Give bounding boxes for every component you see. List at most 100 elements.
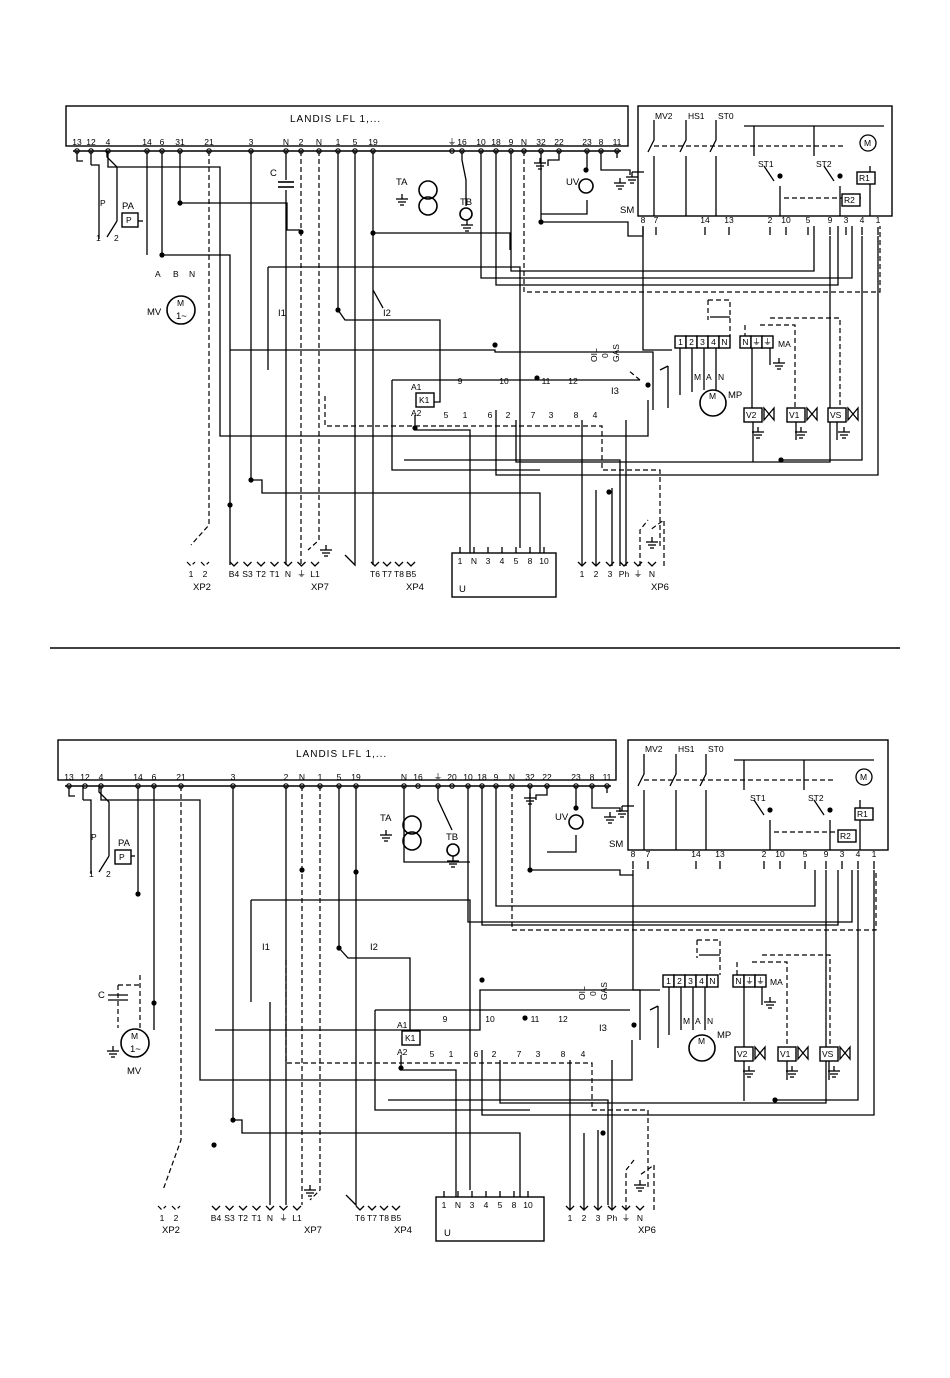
wire <box>541 151 588 215</box>
connector-pin <box>633 561 643 567</box>
connector-pin <box>256 561 266 567</box>
controller-box <box>65 105 629 147</box>
valve-v2-coil <box>743 407 763 423</box>
connector-pin <box>292 1205 302 1211</box>
u-module-label: U <box>444 1228 451 1239</box>
wire <box>591 786 621 812</box>
ground-icon <box>626 172 638 184</box>
terminal-label: 32 <box>536 137 546 147</box>
valve-v1-label: V1 <box>789 410 800 420</box>
wire <box>762 954 831 1049</box>
terminal-label: 12 <box>80 772 90 782</box>
connector-pin-label: S3 <box>242 569 253 579</box>
relay-r1-box <box>854 807 874 821</box>
mp-wire-n: N <box>707 1016 713 1026</box>
wire <box>649 1005 659 1048</box>
wire <box>510 151 815 272</box>
connector-pin-label: 2 <box>594 569 599 579</box>
junction-dot <box>573 805 579 811</box>
connector-pin-label: T1 <box>270 569 280 579</box>
capacitor-label: C <box>270 168 277 179</box>
relay-terminal-label: 9 <box>828 215 833 225</box>
relay-terminal-label: 14 <box>700 215 710 225</box>
ground-icon <box>396 194 408 206</box>
connector-pin-label: T8 <box>379 1213 389 1223</box>
strip-label: N <box>709 976 715 986</box>
terminal-label: 10 <box>476 137 486 147</box>
terminal-label: 9 <box>509 137 514 147</box>
junction-dot <box>398 1065 404 1071</box>
earth-cell <box>761 335 774 349</box>
u-pin-label: 5 <box>498 1200 503 1210</box>
controller-box <box>57 739 617 781</box>
wire <box>309 786 321 1201</box>
connector-pin-label: T2 <box>238 1213 248 1223</box>
connector-pin-label: ⏚ <box>622 1213 631 1223</box>
ground-icon <box>107 1046 119 1058</box>
wire <box>639 1163 655 1210</box>
xp7-label: XP7 <box>304 1225 322 1236</box>
connector-pin-label: S3 <box>224 1213 235 1223</box>
junction-dot <box>370 230 376 236</box>
wire <box>707 299 731 336</box>
wire <box>68 786 84 800</box>
connector-pin <box>238 1205 248 1211</box>
valve-v1-coil <box>777 1046 797 1062</box>
connector-pin <box>605 561 615 567</box>
connector-pin <box>252 1205 261 1211</box>
u-pin-label: 10 <box>539 556 549 566</box>
connector-pin-label: ⏚ <box>279 1213 288 1223</box>
ta-transformer-coil-top <box>418 180 438 200</box>
connector-pin <box>355 1205 365 1211</box>
valve-icon <box>754 1045 766 1061</box>
connector-pin-label: 1 <box>568 1213 573 1223</box>
mv-wire-a: A <box>155 269 161 279</box>
connector-pin <box>565 1205 575 1211</box>
contact-number: 3 <box>536 1049 541 1059</box>
earth-strip-ground: ⏚ <box>756 976 765 986</box>
contact-number: 11 <box>531 1014 540 1024</box>
strip-label: 2 <box>689 337 694 347</box>
relay-terminal-label: 8 <box>641 215 646 225</box>
connector-pin <box>391 1205 401 1211</box>
wire <box>480 151 853 279</box>
switch-num-1: 1 <box>96 233 101 243</box>
u-pin-label: 10 <box>523 1200 533 1210</box>
valve-icon <box>847 406 859 422</box>
ma-label: MA <box>770 977 783 987</box>
wire <box>642 236 672 351</box>
junction-dot <box>479 977 485 983</box>
zero-label: 0 <box>600 353 610 358</box>
junction-dot <box>772 1097 778 1103</box>
wire <box>215 989 641 1040</box>
wire <box>515 236 831 463</box>
valve-icon <box>839 1045 851 1061</box>
switch-num-2: 2 <box>106 869 111 879</box>
relay-terminal-label: 7 <box>654 215 659 225</box>
connector-pin <box>265 1205 275 1211</box>
contact-number: 7 <box>531 410 536 420</box>
strip-label: N <box>721 337 727 347</box>
relay-terminal-label: 1 <box>872 849 877 859</box>
wire <box>699 754 707 850</box>
pa-pressure-switch <box>114 849 132 865</box>
terminal-label: 18 <box>477 772 487 782</box>
terminal-label: 18 <box>491 137 501 147</box>
wire <box>461 151 467 206</box>
wire <box>100 786 633 1081</box>
connector-pin <box>635 1205 645 1211</box>
valve-v1-coil <box>786 407 806 423</box>
valve-body <box>763 406 775 422</box>
wire <box>108 994 128 1001</box>
xp6-label: XP6 <box>638 1225 656 1236</box>
xp2-label: XP2 <box>193 582 211 593</box>
relay-label-hs1: HS1 <box>688 111 705 121</box>
relay-r2-box <box>841 193 861 207</box>
wire <box>637 754 645 850</box>
earth-strip-ground: ⏚ <box>763 337 772 347</box>
